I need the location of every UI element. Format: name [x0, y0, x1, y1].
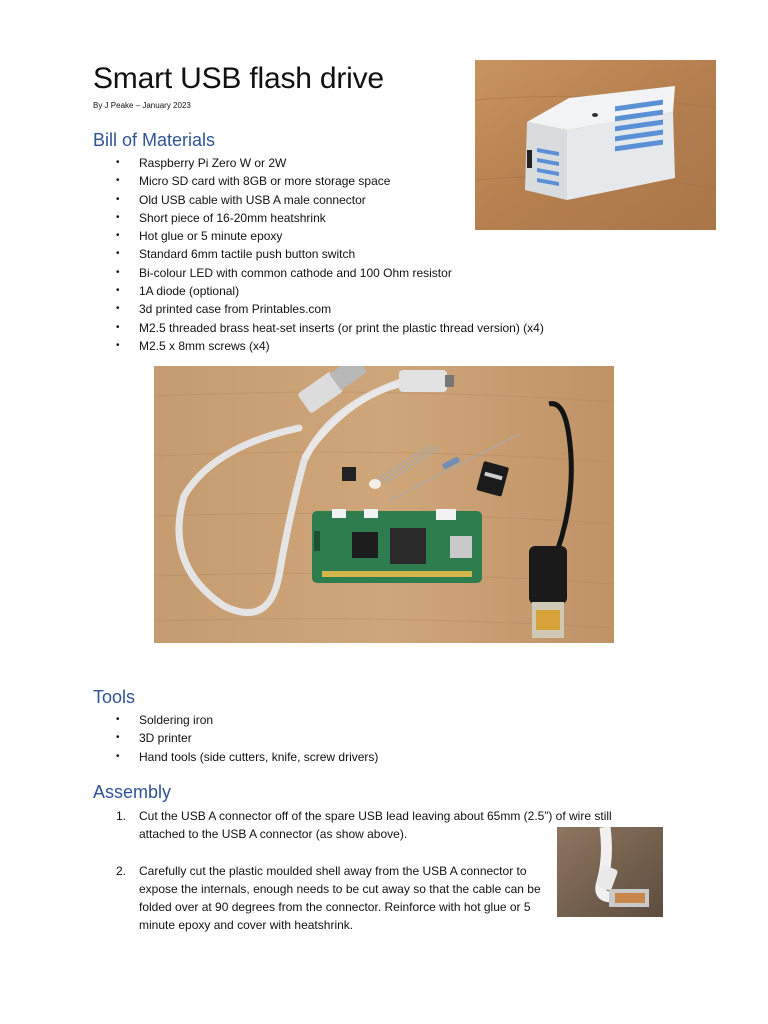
- bullet-icon: •: [116, 211, 120, 223]
- assembly-step: 1. Cut the USB A connector off of the sp…: [93, 807, 659, 844]
- list-item: •Soldering iron: [93, 711, 378, 729]
- bullet-icon: •: [116, 321, 120, 333]
- parts-photo: [154, 366, 614, 643]
- list-item: •3D printer: [93, 729, 378, 747]
- case-photo: [475, 60, 716, 230]
- bullet-icon: •: [116, 714, 120, 725]
- bullet-icon: •: [116, 230, 120, 242]
- list-item: •Hand tools (side cutters, knife, screw …: [93, 748, 378, 766]
- step-text: Cut the USB A connector off of the spare…: [139, 809, 612, 842]
- step-number: 1.: [116, 809, 127, 823]
- bullet-icon: •: [116, 285, 120, 297]
- list-item: •M2.5 threaded brass heat-set inserts (o…: [93, 319, 544, 337]
- list-item: •Hot glue or 5 minute epoxy: [93, 227, 544, 245]
- document-byline: By J Peake – January 2023: [93, 101, 191, 110]
- list-item: •Bi-colour LED with common cathode and 1…: [93, 264, 544, 282]
- list-item: •Raspberry Pi Zero W or 2W: [93, 154, 544, 172]
- list-item: •Short piece of 16-20mm heatshrink: [93, 209, 544, 227]
- bill-of-materials-heading: Bill of Materials: [93, 130, 216, 150]
- bullet-icon: •: [116, 193, 120, 205]
- bill-of-materials-list: •Raspberry Pi Zero W or 2W •Micro SD car…: [93, 154, 544, 355]
- list-item: •Standard 6mm tactile push button switch: [93, 245, 544, 263]
- bullet-icon: •: [116, 248, 120, 260]
- list-item: •Micro SD card with 8GB or more storage …: [93, 172, 544, 190]
- bullet-icon: •: [116, 175, 120, 187]
- bullet-icon: •: [116, 750, 120, 762]
- assembly-heading: Assembly: [93, 782, 172, 802]
- bullet-icon: •: [116, 303, 120, 315]
- bullet-icon: •: [116, 266, 120, 278]
- step-number: 2.: [116, 863, 127, 878]
- document-title: Smart USB flash drive: [93, 62, 384, 95]
- assembly-steps: 1. Cut the USB A connector off of the sp…: [93, 807, 663, 953]
- bullet-icon: •: [116, 732, 120, 744]
- list-item: •1A diode (optional): [93, 282, 544, 300]
- bullet-icon: •: [116, 157, 120, 168]
- list-item: •3d printed case from Printables.com: [93, 300, 544, 318]
- assembly-step: 2. Carefully cut the plastic moulded she…: [93, 862, 549, 935]
- list-item: •M2.5 x 8mm screws (x4): [93, 337, 544, 355]
- list-item: •Old USB cable with USB A male connector: [93, 191, 544, 209]
- step-text: Carefully cut the plastic moulded shell …: [139, 863, 541, 933]
- tools-list: •Soldering iron •3D printer •Hand tools …: [93, 711, 378, 766]
- connector-photo: [557, 827, 663, 917]
- tools-heading: Tools: [93, 687, 136, 707]
- bullet-icon: •: [116, 339, 120, 351]
